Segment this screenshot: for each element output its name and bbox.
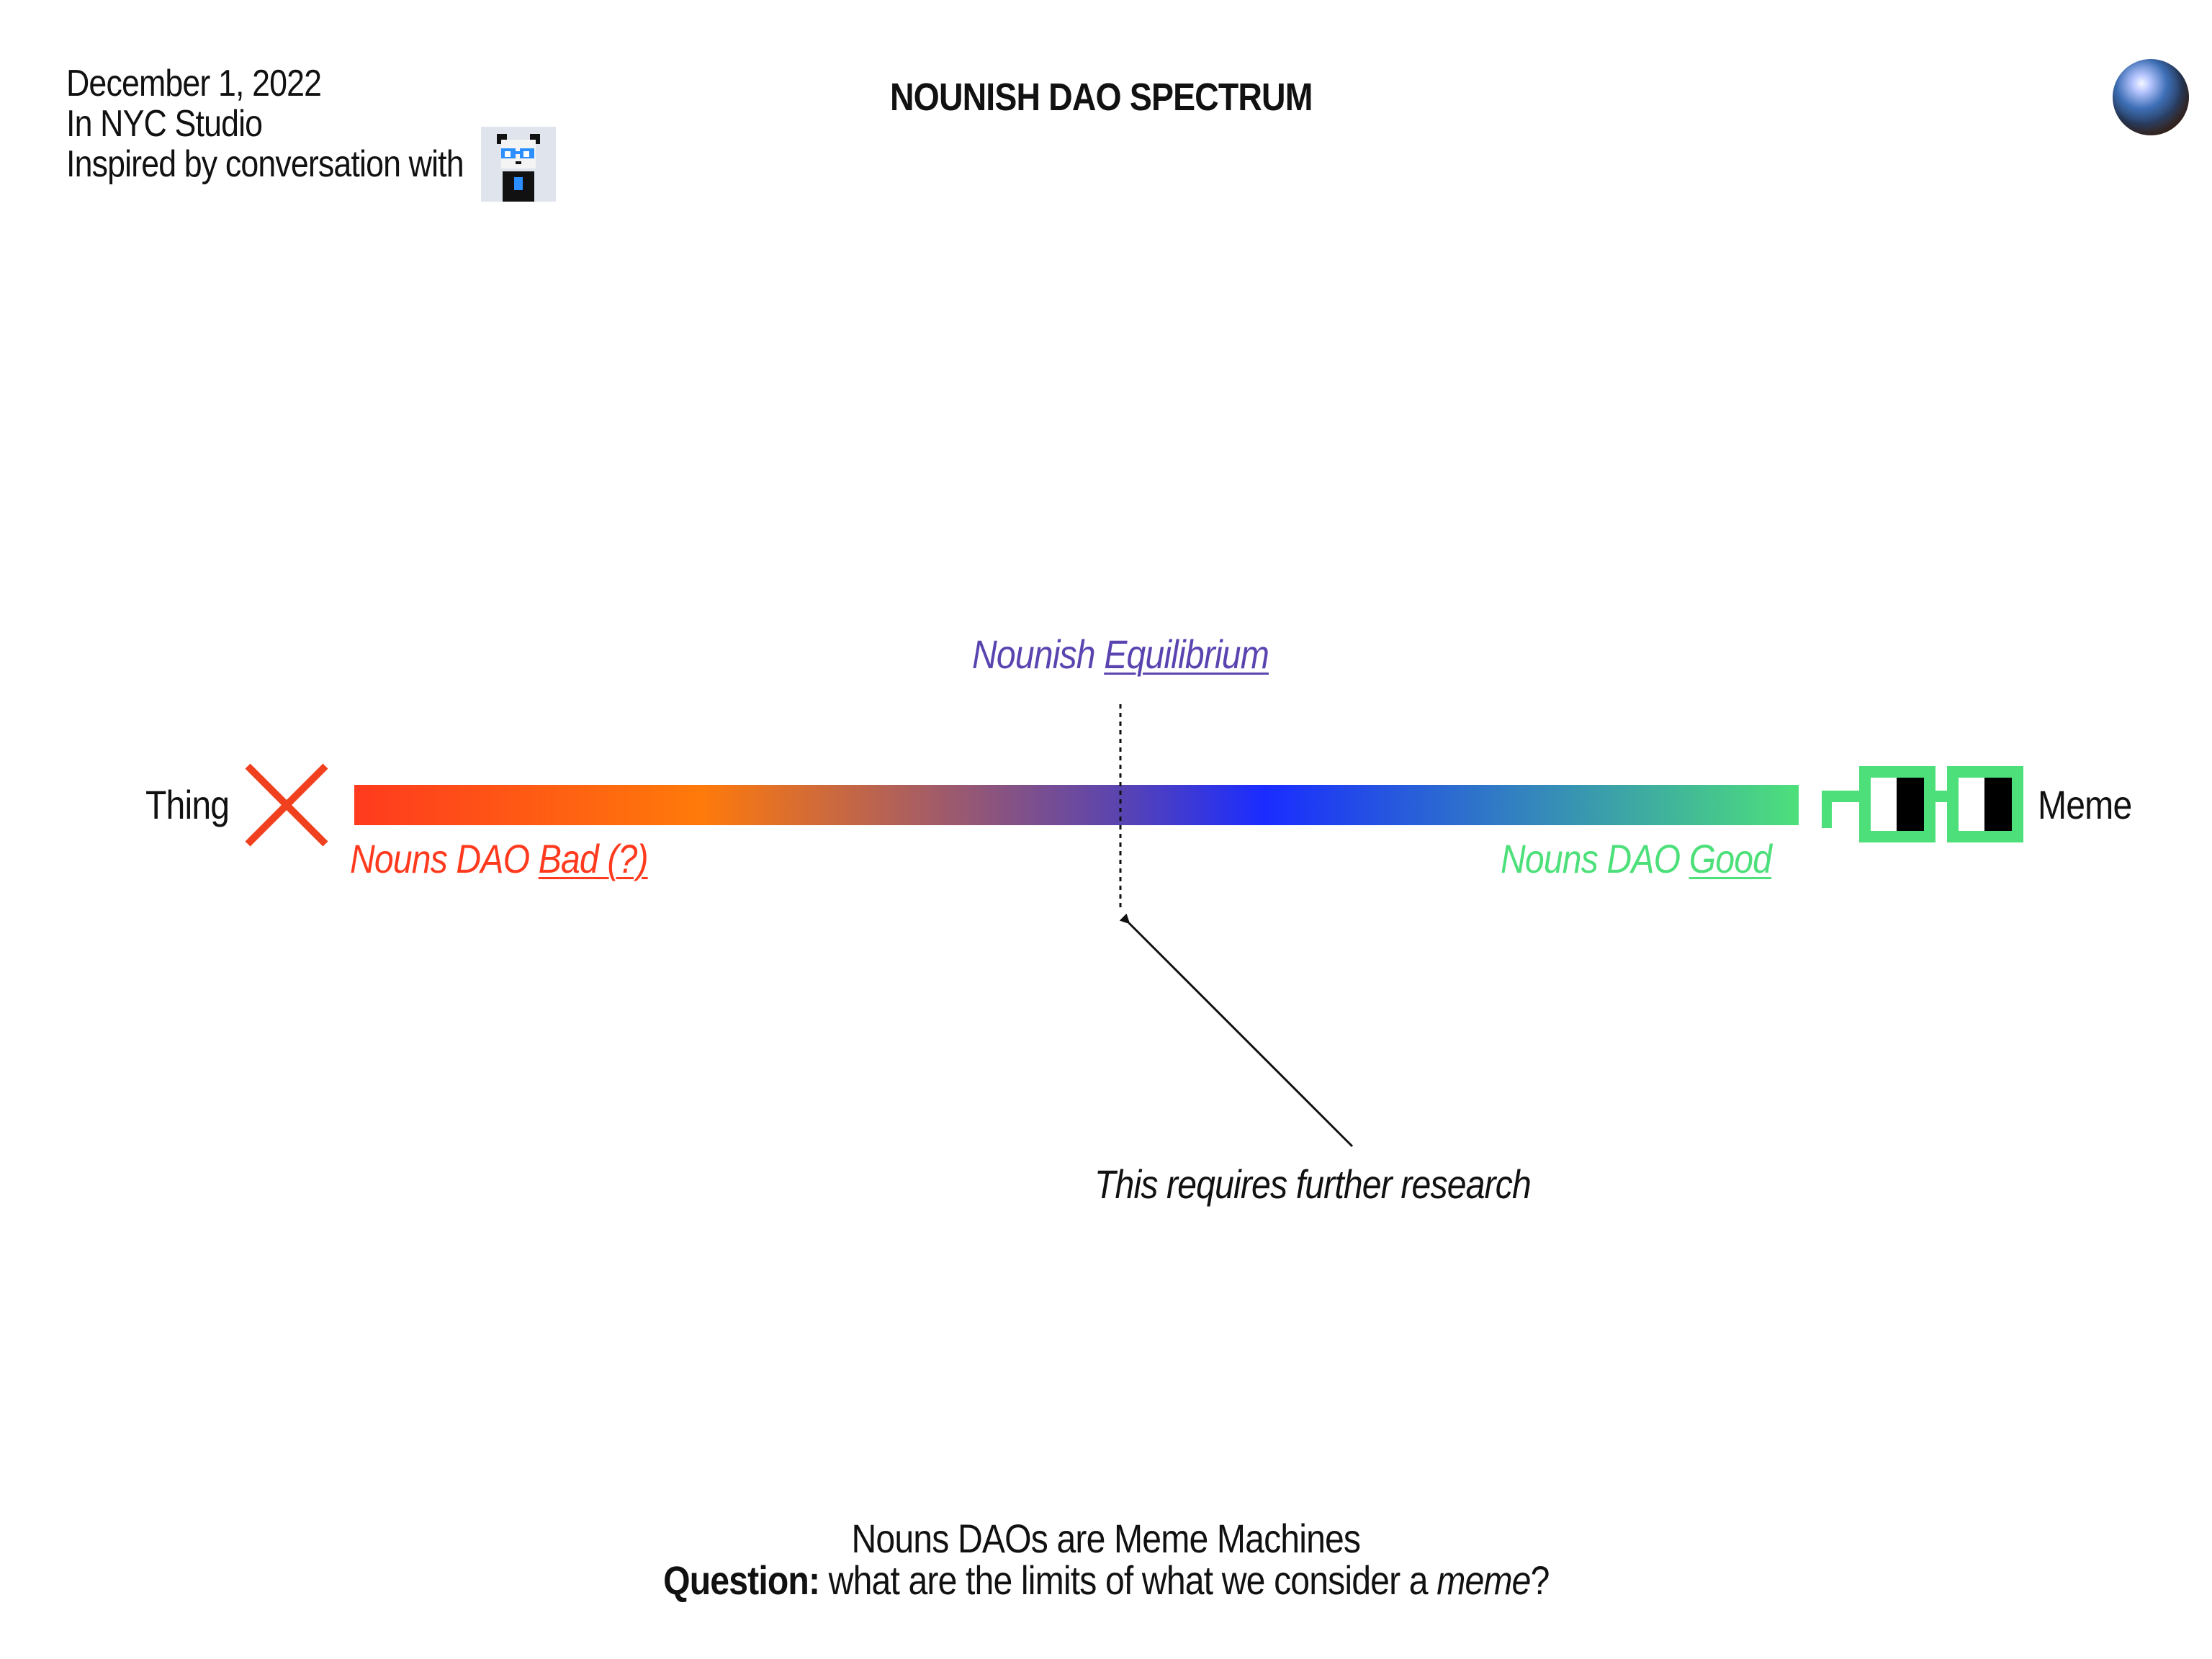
good-caption-link[interactable]: Good [1689,836,1772,881]
panda-avatar-graphic [481,127,556,202]
meme-label: Meme [2038,782,2132,827]
equilibrium-prefix: Nounish [972,631,1105,677]
bad-caption-prefix: Nouns DAO [350,836,539,881]
annotation-text: This requires further research [1094,1161,1532,1207]
footer-line1: Nouns DAOs are Meme Machines [851,1516,1361,1561]
date-text: December 1, 2022 [66,63,322,104]
question-text-after: ? [1530,1557,1550,1603]
good-caption-prefix: Nouns DAO [1501,836,1689,881]
thing-label: Thing [145,782,230,827]
question-italic: meme [1436,1557,1531,1603]
x-mark-icon [245,763,328,847]
header-meta: December 1, 2022 In NYC Studio Inspired … [66,63,529,184]
good-caption: Nouns DAO Good [1501,835,1815,882]
equilibrium-link[interactable]: Equilibrium [1104,631,1269,677]
location-text: In NYC Studio [66,103,263,145]
footer-question: Question: what are the limits of what we… [662,1557,1550,1603]
orb-icon [2113,59,2189,135]
bad-caption: Nouns DAO Bad (?) [350,835,696,882]
question-label: Question: [662,1557,820,1603]
bad-caption-link[interactable]: Bad (?) [538,836,649,881]
panda-avatar-icon [481,127,556,202]
annotation-arrow [1119,913,1354,1148]
question-text-before: what are the limits of what we consider … [819,1557,1437,1603]
noggles-glasses-icon [1822,766,2023,842]
footer: Nouns DAOs are Meme Machines Question: w… [0,1518,2212,1601]
spectrum-bar [354,785,1799,825]
inspired-by-text: Inspired by conversation with [66,143,464,185]
page-title: NOUNISH DAO SPECTRUM [890,75,1381,120]
equilibrium-label: Nounish Equilibrium [972,631,1317,678]
page-title-text: NOUNISH DAO SPECTRUM [890,76,1313,119]
